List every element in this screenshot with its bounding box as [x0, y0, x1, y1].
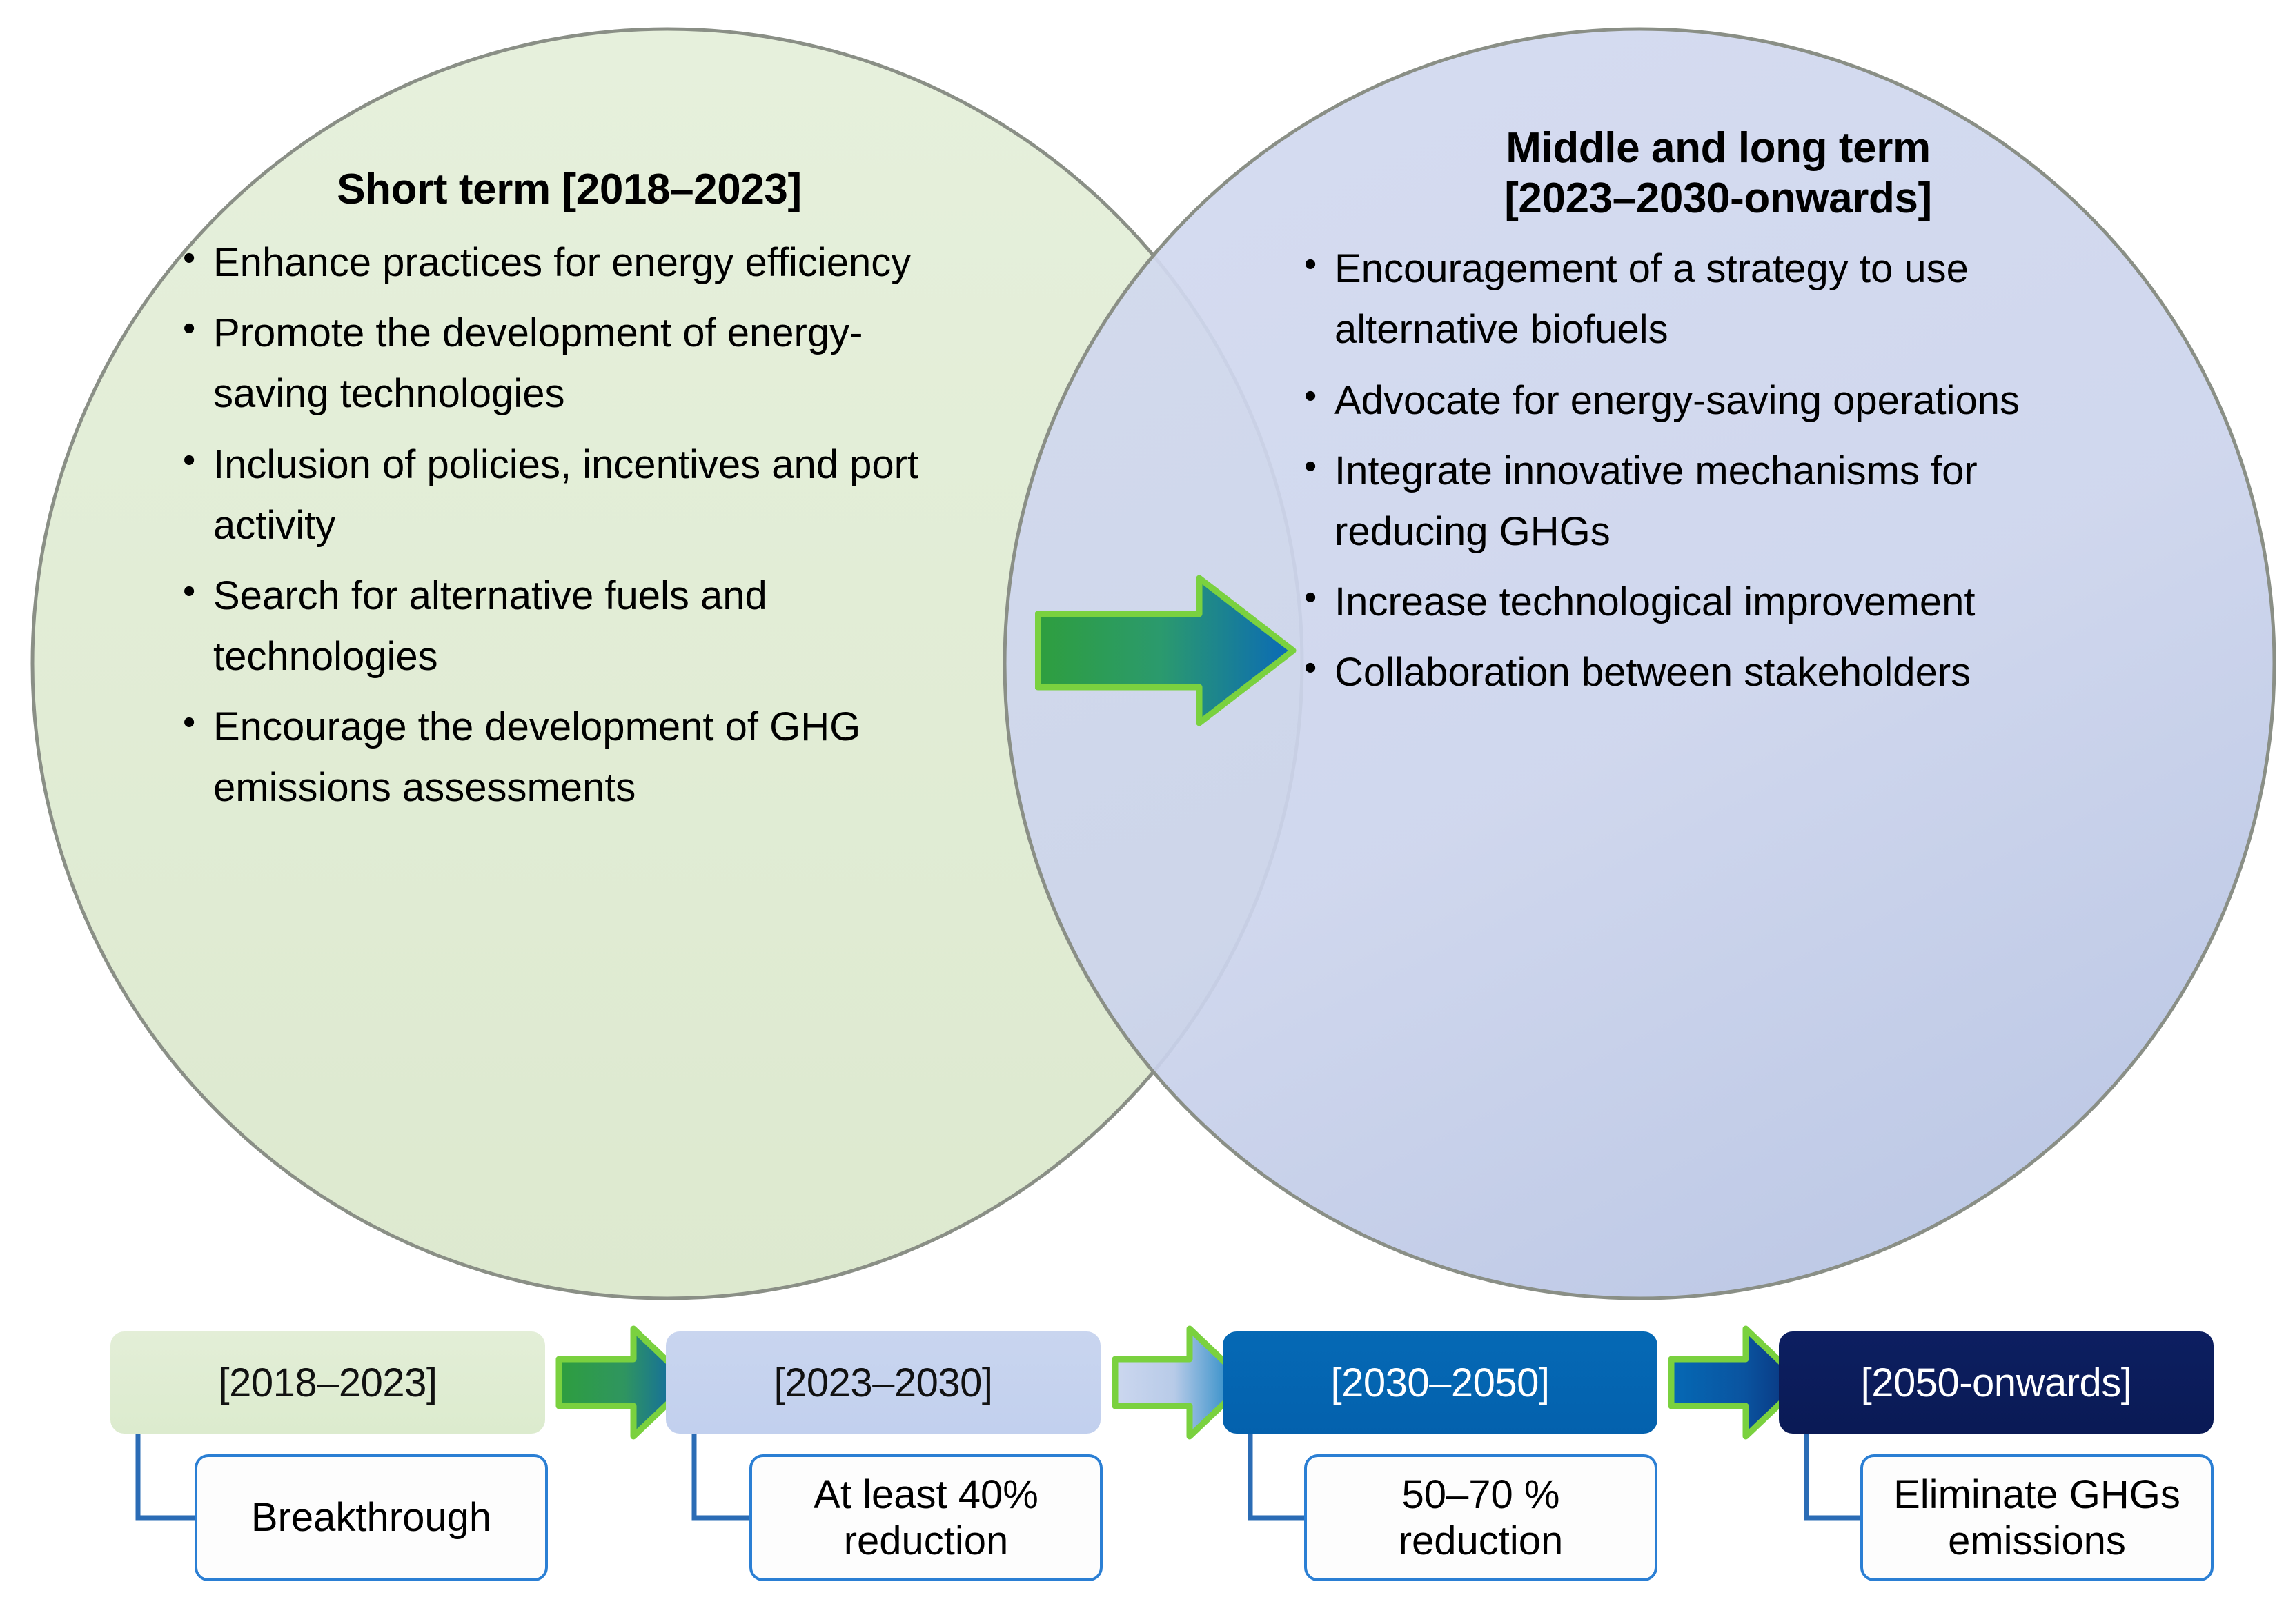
list-item: Search for alternative fuels and technol… [176, 564, 963, 687]
timeline-callout-2: At least 40% reduction [749, 1454, 1103, 1581]
list-item: Enhance practices for energy efficiency [176, 231, 963, 293]
connector-3 [1248, 1434, 1307, 1521]
transition-arrow-icon [1035, 575, 1297, 726]
connector-4 [1804, 1434, 1863, 1521]
timeline-callout-4: Eliminate GHGs emissions [1860, 1454, 2214, 1581]
left-circle-bullets: Enhance practices for energy efficiency … [176, 231, 963, 818]
timeline-callout-1: Breakthrough [195, 1454, 548, 1581]
right-circle-title-line2: [2023–2030-onwards] [1504, 175, 1932, 223]
connector-lines [135, 1434, 1863, 1521]
list-item: Inclusion of policies, incentives and po… [176, 433, 963, 556]
venn-diagram: Short term [2018–2023] Enhance practices… [0, 0, 2295, 1311]
right-circle-title: Middle and long term [2023–2030-onwards] [1297, 123, 2139, 224]
list-item: Increase technological improvement [1297, 571, 2139, 633]
timeline-stage-2[interactable]: [2023–2030] [666, 1331, 1101, 1434]
left-circle-content: Short term [2018–2023] Enhance practices… [176, 164, 963, 829]
timeline-arrow-2-icon [1112, 1325, 1250, 1440]
list-item: Advocate for energy-saving operations [1297, 369, 2139, 431]
timeline-arrow-1-icon [555, 1325, 693, 1440]
list-item: Encourage the development of GHG emissio… [176, 695, 963, 818]
right-circle-bullets: Encouragement of a strategy to use alter… [1297, 237, 2139, 703]
right-circle-content: Middle and long term [2023–2030-onwards]… [1297, 123, 2139, 713]
timeline-stage-4[interactable]: [2050-onwards] [1779, 1331, 2214, 1434]
timeline-callout-3: 50–70 % reduction [1304, 1454, 1657, 1581]
timeline-stage-3[interactable]: [2030–2050] [1223, 1331, 1657, 1434]
left-circle-title: Short term [2018–2023] [337, 166, 802, 213]
timeline-arrow-3-icon [1668, 1325, 1806, 1440]
list-item: Integrate innovative mechanisms for redu… [1297, 439, 2139, 562]
connector-2 [691, 1434, 752, 1521]
right-circle-title-line1: Middle and long term [1506, 124, 1931, 172]
timeline-connectors-svg [135, 1325, 1863, 1521]
connector-1 [135, 1434, 197, 1521]
list-item: Collaboration between stakeholders [1297, 641, 2139, 703]
timeline: [2018–2023] [2023–2030] [2030–2050] [205… [0, 1311, 2295, 1624]
timeline-stage-1[interactable]: [2018–2023] [110, 1331, 545, 1434]
list-item: Encouragement of a strategy to use alter… [1297, 237, 2139, 360]
list-item: Promote the development of energy-saving… [176, 301, 963, 424]
